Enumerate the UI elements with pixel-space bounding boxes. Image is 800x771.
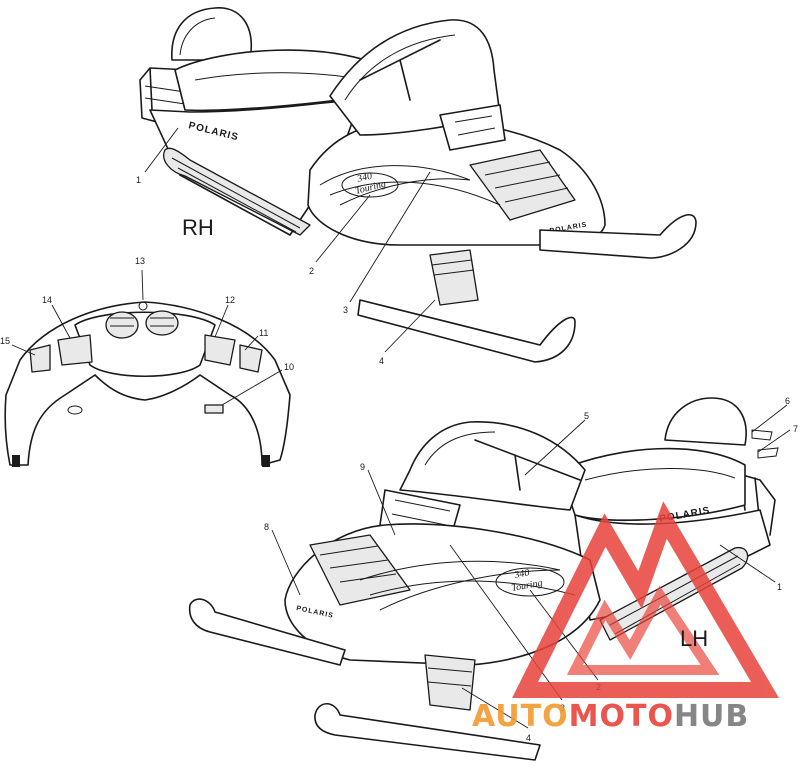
rh-hood-model-decal-340: 340 [355, 171, 373, 186]
rh-callout-2: 2 [309, 266, 314, 276]
watermark-wordmark: AUTOMOTOHUB [472, 699, 749, 734]
lh-callout-5: 5 [584, 411, 589, 421]
lh-callout-3: 3 [560, 703, 565, 713]
watermark-word-auto: AUTO [472, 699, 569, 734]
lh-callout-7: 7 [793, 424, 798, 434]
lh-callout-1: 1 [777, 582, 782, 592]
rh-callouts: 1 2 3 4 [136, 127, 436, 366]
hood-callout-11: 11 [259, 328, 268, 338]
hood-callout-14: 14 [42, 295, 52, 305]
rh-callout-1: 1 [136, 175, 141, 185]
lh-snowmobile: POLARIS 340 Touring POLARIS [188, 397, 776, 761]
lh-callouts: 5 6 7 9 8 1 2 3 4 [264, 396, 798, 743]
watermark-word-hub: HUB [674, 699, 749, 734]
rh-snowmobile: POLARIS 340 Touring POLARIS [139, 7, 697, 363]
watermark-triangle-outer [512, 501, 779, 698]
lh-callout-8: 8 [264, 522, 269, 532]
lh-hood-model-decal-touring: Touring [511, 578, 544, 594]
rh-callout-3: 3 [343, 305, 348, 315]
hood-callout-10: 10 [284, 362, 294, 372]
watermark-triangle-inner [566, 585, 720, 675]
automotohub-watermark-logo [512, 501, 779, 698]
lh-callout-4: 4 [526, 733, 531, 743]
hood-callouts: 13 14 12 11 15 10 [0, 256, 294, 406]
hood-rear-view [4, 301, 291, 467]
lh-hood-model-decal-340: 340 [513, 568, 531, 582]
watermark-word-moto: MOTO [569, 699, 674, 734]
rh-side-label: RH [182, 215, 214, 240]
lh-callout-6: 6 [785, 396, 790, 406]
hood-callout-13: 13 [135, 256, 145, 266]
hood-callout-15: 15 [0, 336, 10, 346]
rh-callout-4: 4 [379, 356, 384, 366]
hood-callout-12: 12 [225, 295, 235, 305]
lh-callout-9: 9 [360, 462, 365, 472]
lh-side-label: LH [680, 626, 708, 651]
